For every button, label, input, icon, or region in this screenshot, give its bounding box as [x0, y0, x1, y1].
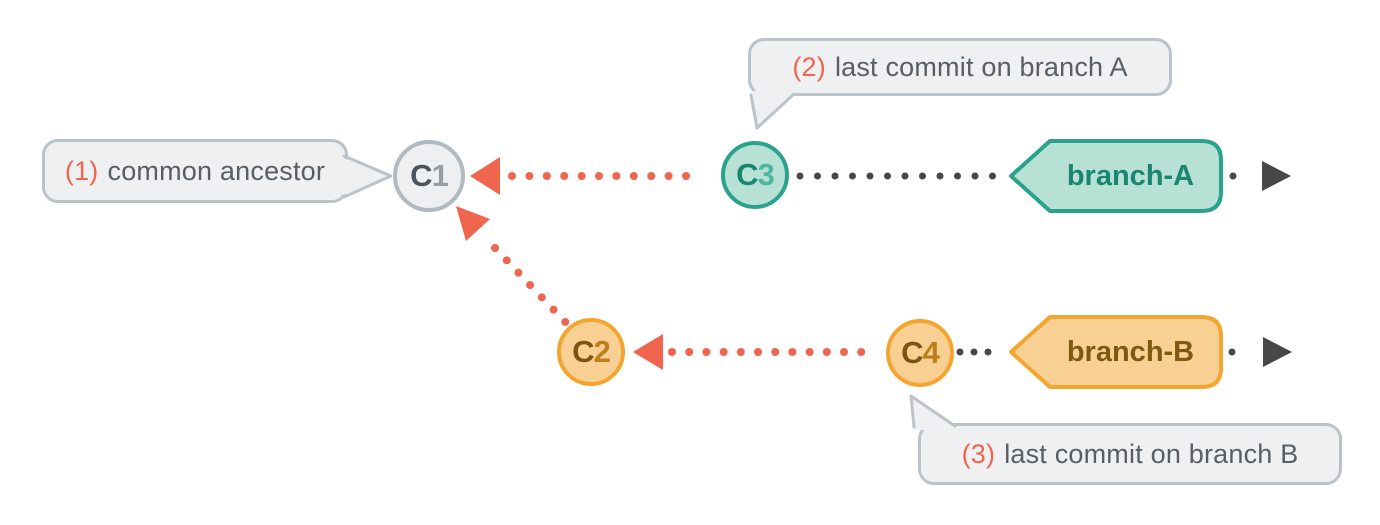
callout-common-ancestor: (1) common ancestor [42, 139, 348, 203]
branch-b-tag-shape [1009, 315, 1223, 389]
callout-1-text: common ancestor [107, 155, 326, 186]
edge-c2-to-c1-dots [491, 244, 574, 331]
callout-last-commit-branch-a: (2) last commit on branch A [748, 38, 1172, 96]
edge-c2-to-c1-arrowhead [456, 206, 490, 241]
commit-c3-number: 3 [757, 157, 775, 192]
edge-c3-to-c1-arrowhead [470, 157, 500, 195]
commit-c1-number: 1 [431, 158, 449, 193]
commit-c2-number: 2 [593, 334, 611, 369]
callout-3-text: last commit on branch B [1004, 438, 1299, 469]
callout-last-commit-branch-b: (3) last commit on branch B [918, 423, 1342, 485]
callout-2-number: (2) [792, 51, 826, 82]
branch-a-tag-shape [1009, 139, 1223, 213]
commit-c2-letter: C [572, 334, 594, 369]
commit-c1-letter: C [410, 158, 432, 193]
callout-1-number: (1) [64, 155, 99, 186]
commit-c4-letter: C [901, 335, 923, 370]
commit-c3-letter: C [736, 157, 758, 192]
branch-a-future-arrowhead [1262, 161, 1291, 191]
commit-c4-number: 4 [922, 335, 940, 370]
branch-b-label: branch-B [1066, 335, 1195, 368]
branch-a-label: branch-A [1066, 159, 1195, 192]
callout-3-number: (3) [961, 438, 996, 469]
edge-c4-to-c2-arrowhead [633, 334, 663, 370]
callout-2-text: last commit on branch A [834, 51, 1128, 82]
branch-b-future-arrowhead [1263, 337, 1292, 367]
